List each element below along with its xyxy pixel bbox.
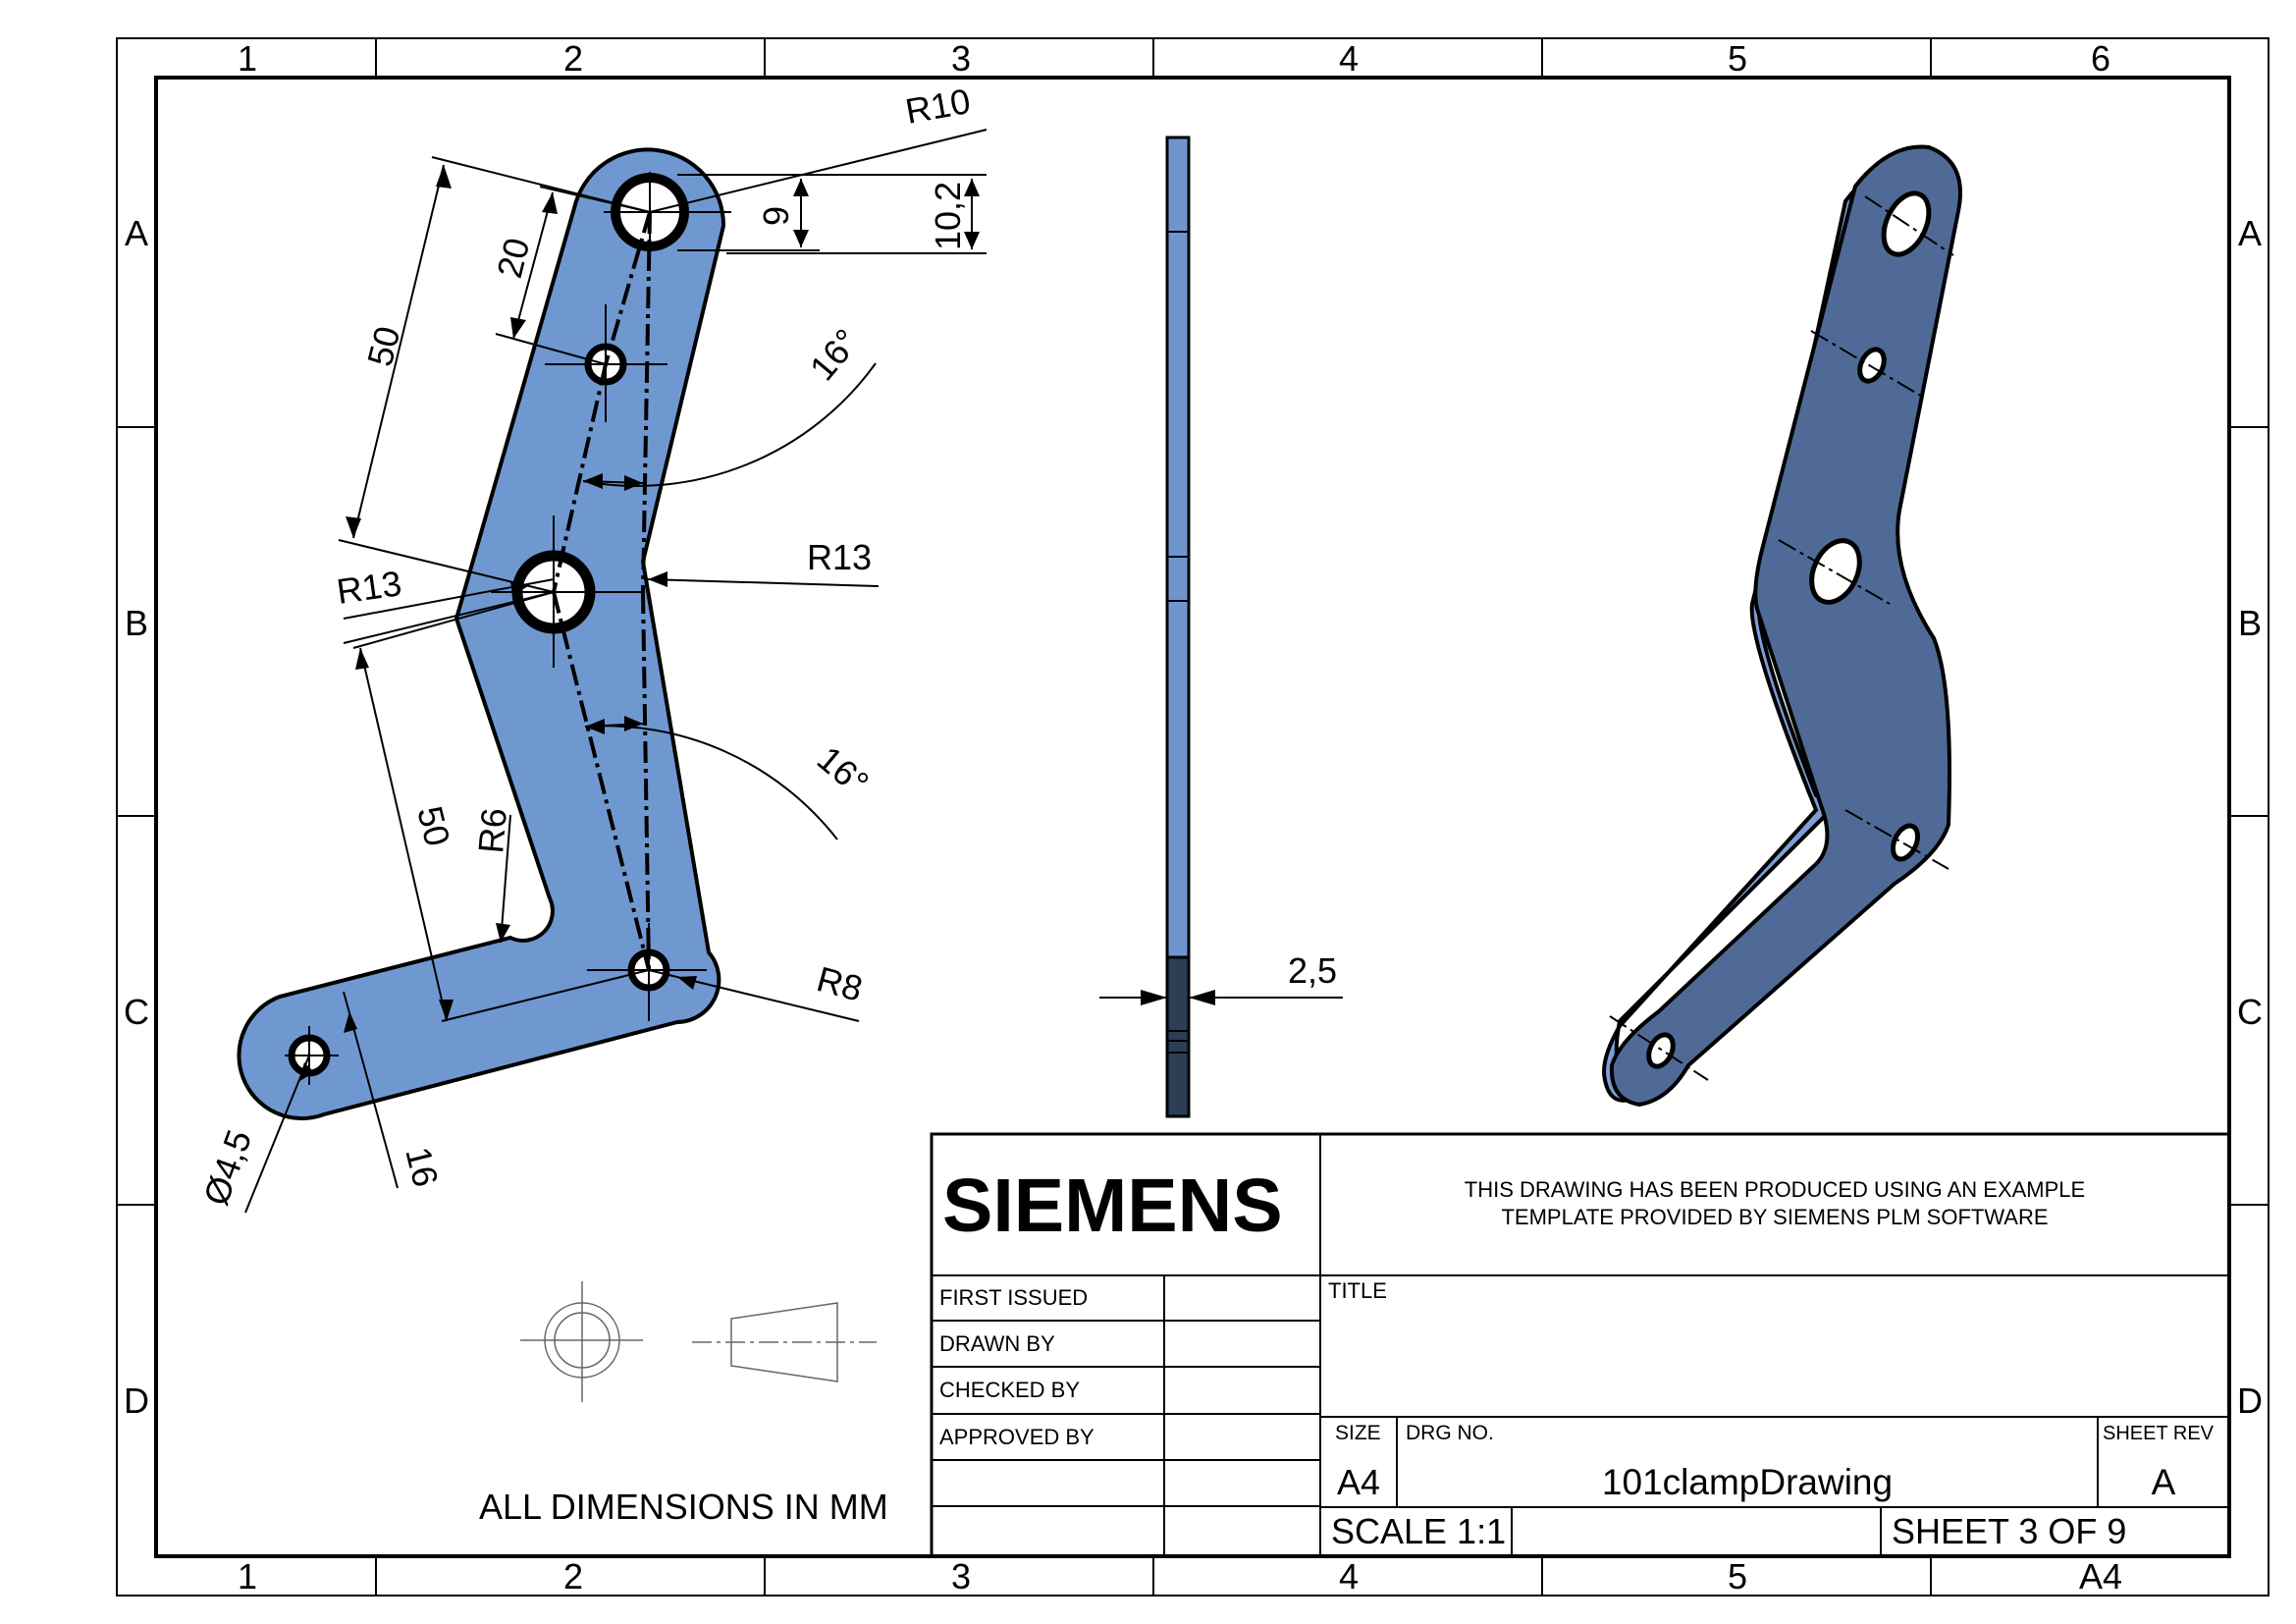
iso-top-face — [1609, 144, 1962, 1108]
dim-radius-inner: R6 — [470, 806, 514, 854]
dim-angle-lower: 16° — [810, 738, 877, 803]
disclaimer-line-2: TEMPLATE PROVIDED BY SIEMENS PLM SOFTWAR… — [1501, 1205, 2048, 1229]
dim-radius-mid-right: R13 — [807, 537, 872, 577]
approved-by-label: APPROVED BY — [939, 1425, 1095, 1449]
dimension-arrows — [298, 165, 980, 1082]
zone-row-left-a: A — [125, 213, 148, 253]
zone-col-bottom-1: 1 — [238, 1556, 257, 1597]
checked-by-label: CHECKED BY — [939, 1378, 1080, 1402]
dim-diameter: Ø4,5 — [195, 1124, 259, 1210]
dim-length-short: 20 — [489, 234, 537, 282]
title-label: TITLE — [1328, 1278, 1387, 1303]
iso-holes — [1646, 190, 1932, 1069]
dim-radius-top: R10 — [902, 81, 973, 132]
zone-col-top-3: 3 — [951, 38, 971, 79]
clamp-part-outline — [237, 147, 726, 1121]
iso-centerlines — [1609, 195, 1954, 1081]
zone-col-bottom-5: 5 — [1728, 1556, 1747, 1597]
zone-col-top-1: 1 — [238, 38, 257, 79]
sheet-rev-value: A — [2152, 1462, 2176, 1502]
sheet-rev-label: SHEET REV — [2103, 1423, 2215, 1444]
zone-col-bottom-4: 4 — [1339, 1556, 1359, 1597]
projection-symbol-icon — [520, 1281, 877, 1402]
zone-col-bottom-6: A4 — [2079, 1556, 2122, 1597]
size-value: A4 — [1337, 1462, 1380, 1502]
zone-col-bottom-2: 2 — [563, 1556, 583, 1597]
centerlines — [552, 211, 652, 971]
zone-col-bottom-3: 3 — [951, 1556, 971, 1597]
size-label: SIZE — [1335, 1422, 1381, 1444]
zone-col-top-5: 5 — [1728, 38, 1747, 79]
zone-col-top-6: 6 — [2091, 38, 2110, 79]
sheet-number: SHEET 3 OF 9 — [1892, 1511, 2126, 1551]
front-view — [237, 147, 731, 1121]
dim-hole-outer: 10,2 — [928, 182, 968, 250]
dimension-lines — [244, 129, 988, 1214]
dim-width: 16 — [398, 1143, 446, 1191]
zone-row-left-c: C — [124, 992, 149, 1032]
zone-row-right-d: D — [2237, 1380, 2263, 1421]
dim-thickness: 2,5 — [1288, 950, 1337, 991]
zone-row-right-c: C — [2237, 992, 2263, 1032]
zone-row-left-d: D — [124, 1380, 149, 1421]
siemens-logo: SIEMENS — [942, 1164, 1283, 1248]
scale-value: SCALE 1:1 — [1331, 1511, 1506, 1551]
zone-row-left-b: B — [125, 603, 148, 643]
dim-length-upper: 50 — [359, 322, 407, 370]
zone-col-top-2: 2 — [563, 38, 583, 79]
dim-radius-mid-left: R13 — [334, 563, 403, 612]
dim-radius-lower: R8 — [813, 958, 867, 1009]
dim-hole-small: 9 — [756, 206, 796, 226]
title-block — [930, 1132, 2231, 1558]
drg-no-value: 101clampDrawing — [1602, 1462, 1893, 1502]
side-view — [1099, 135, 1343, 1118]
isometric-view — [1602, 144, 1962, 1108]
zone-row-right-a: A — [2238, 213, 2262, 253]
first-issued-label: FIRST ISSUED — [939, 1285, 1088, 1310]
zone-row-right-b: B — [2238, 603, 2262, 643]
zone-labels: 1 2 3 4 5 6 1 2 3 4 5 A4 A B C D A B C D — [124, 38, 2263, 1597]
units-note: ALL DIMENSIONS IN MM — [479, 1487, 888, 1527]
dim-angle-upper: 16° — [802, 321, 867, 388]
drg-no-label: DRG NO. — [1406, 1422, 1494, 1444]
zone-col-top-4: 4 — [1339, 38, 1359, 79]
drawn-by-label: DRAWN BY — [939, 1331, 1055, 1356]
dim-length-lower: 50 — [409, 802, 457, 850]
disclaimer-line-1: THIS DRAWING HAS BEEN PRODUCED USING AN … — [1465, 1177, 2085, 1202]
